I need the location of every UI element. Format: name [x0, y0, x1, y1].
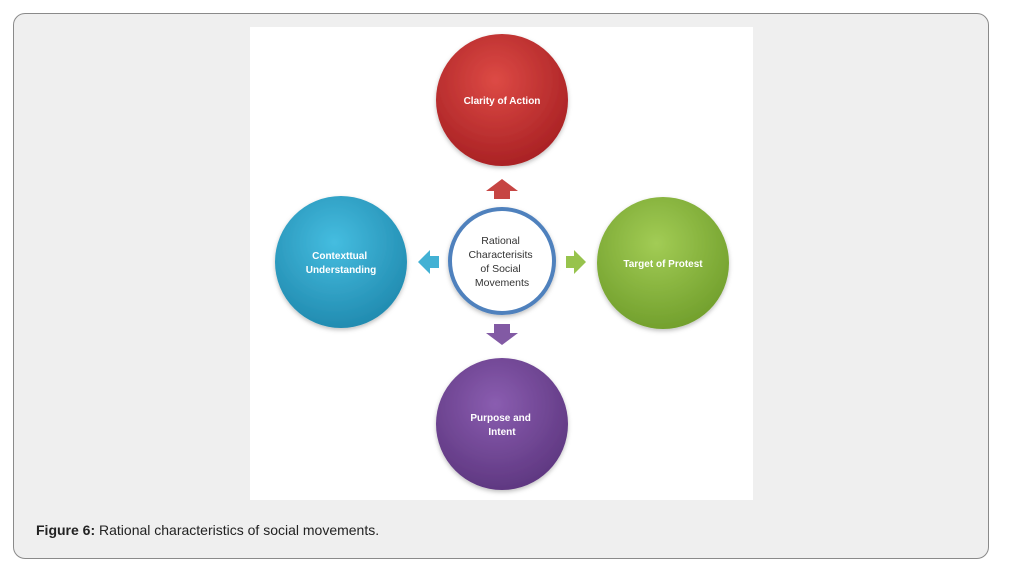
node-label-left-line-1: Contexttual	[312, 251, 367, 262]
center-label-line-2: Characterisits	[468, 249, 532, 261]
node-circle-right	[597, 197, 729, 329]
node-label-bottom-line-2: Intent	[488, 427, 516, 438]
node-clarity-of-action: Clarity of Action	[436, 34, 568, 166]
node-circle-left	[275, 196, 407, 328]
node-label-top-line-1: Clarity of Action	[464, 96, 541, 107]
diagram-svg: Clarity of Action Target of Protest Purp…	[275, 34, 729, 490]
node-target-of-protest: Target of Protest	[597, 197, 729, 329]
node-label-left: Contexttual Understanding	[306, 251, 377, 276]
center-label: Rational Characterisits of Social Moveme…	[468, 235, 535, 289]
node-circle-top	[436, 34, 568, 166]
arrow-up	[486, 179, 518, 199]
center-label-line-3: of Social	[480, 263, 520, 275]
node-label-right: Target of Protest	[623, 259, 703, 270]
node-label-top: Clarity of Action	[464, 96, 541, 107]
arrow-down	[486, 324, 518, 345]
arrow-right	[566, 250, 586, 274]
center-node: Rational Characterisits of Social Moveme…	[448, 207, 556, 315]
diagram-panel: Clarity of Action Target of Protest Purp…	[250, 27, 753, 500]
node-purpose-and-intent: Purpose and Intent	[436, 358, 568, 490]
center-label-line-1: Rational	[481, 235, 520, 247]
caption-label: Figure 6:	[36, 522, 96, 538]
figure-caption: Figure 6: Rational characteristics of so…	[36, 522, 379, 538]
node-label-right-line-1: Target of Protest	[623, 259, 703, 270]
node-label-bottom-line-1: Purpose and	[470, 413, 531, 424]
node-contextual-understanding: Contexttual Understanding	[275, 196, 407, 328]
arrow-left	[418, 250, 439, 274]
caption-text: Rational characteristics of social movem…	[95, 522, 380, 538]
node-label-bottom: Purpose and Intent	[470, 413, 533, 438]
center-ring	[448, 207, 556, 315]
node-label-left-line-2: Understanding	[306, 265, 377, 276]
node-circle-bottom	[436, 358, 568, 490]
center-label-line-4: Movements	[475, 277, 529, 289]
